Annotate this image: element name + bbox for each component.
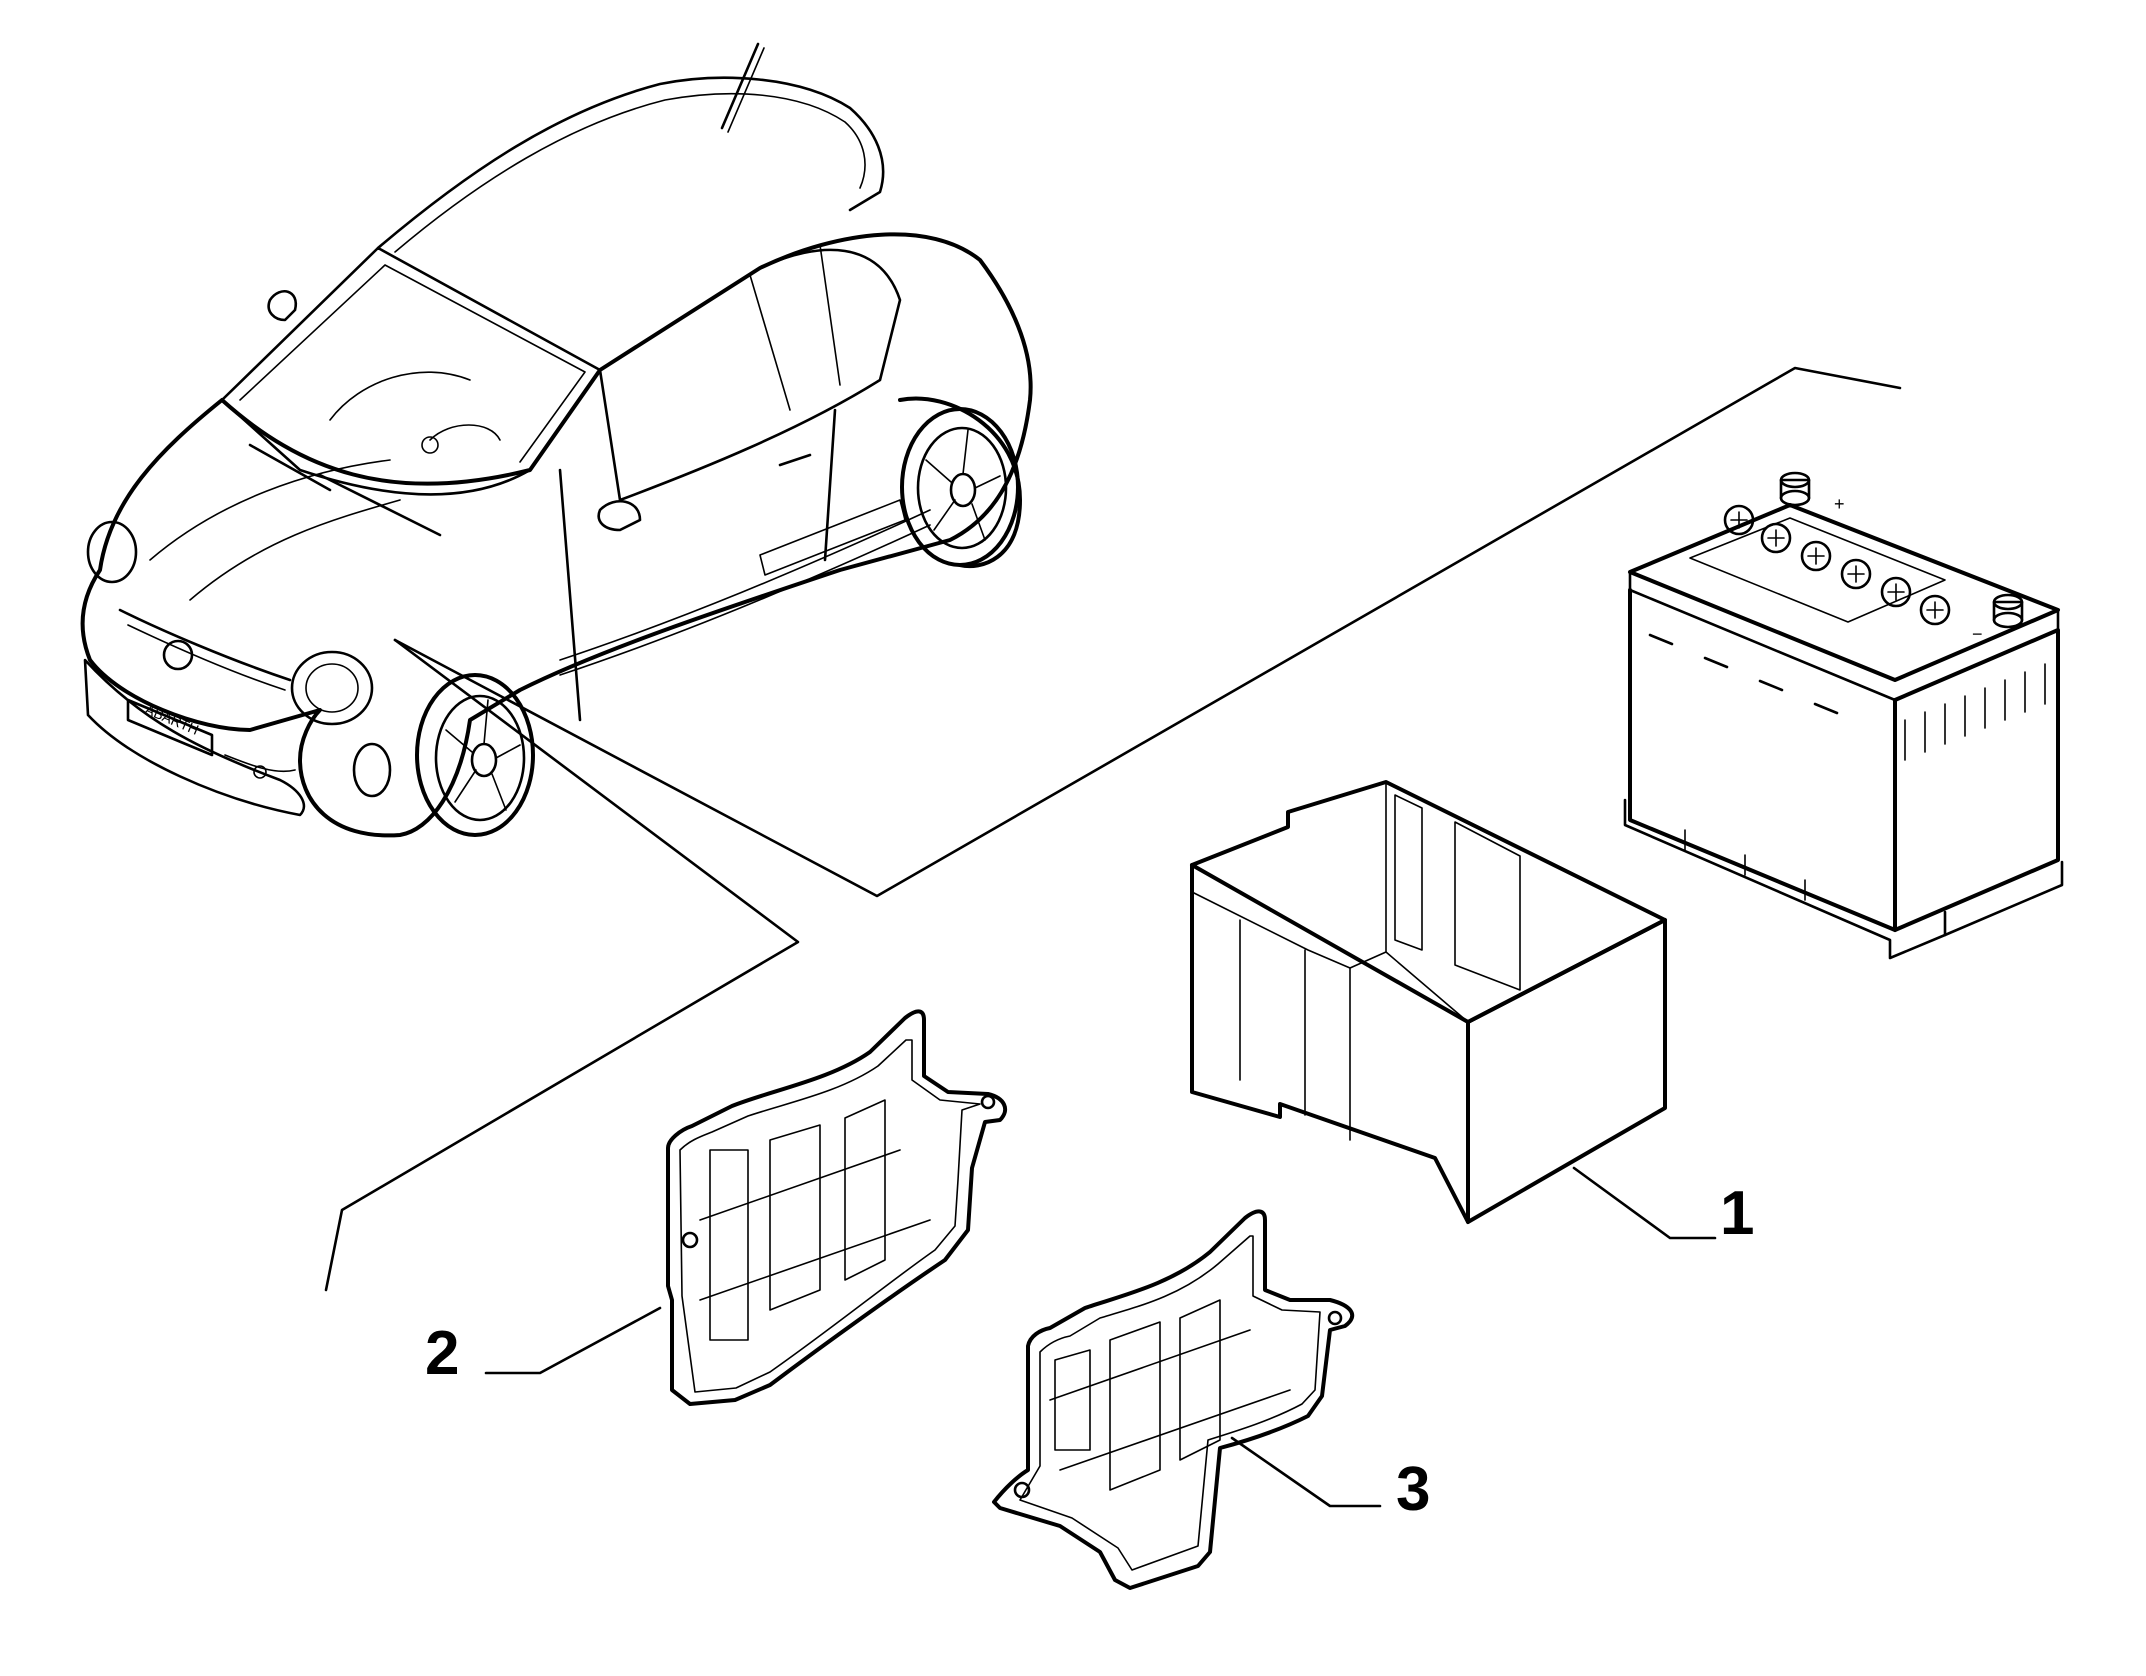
- rear-wheel: [898, 396, 1022, 569]
- negative-mark: −: [1972, 624, 1983, 644]
- callout-1: 1: [1720, 1179, 1755, 1248]
- car-illustration: ABARTH: [80, 42, 1033, 838]
- battery-tray: [1190, 780, 1717, 1240]
- callout-3: 3: [1396, 1455, 1431, 1524]
- plate-text: ABARTH: [143, 701, 201, 738]
- zoom-lines: [324, 366, 1902, 1292]
- callout-2: 2: [425, 1319, 460, 1388]
- battery: + −: [1623, 471, 2064, 960]
- positive-terminal: +: [1779, 471, 1845, 514]
- right-battery-bracket: [992, 1209, 1382, 1590]
- cell-caps: [1723, 504, 1951, 626]
- front-wheel: [415, 673, 535, 837]
- left-battery-bracket: [484, 1009, 1008, 1406]
- positive-mark: +: [1834, 494, 1845, 514]
- negative-terminal: −: [1972, 593, 2024, 644]
